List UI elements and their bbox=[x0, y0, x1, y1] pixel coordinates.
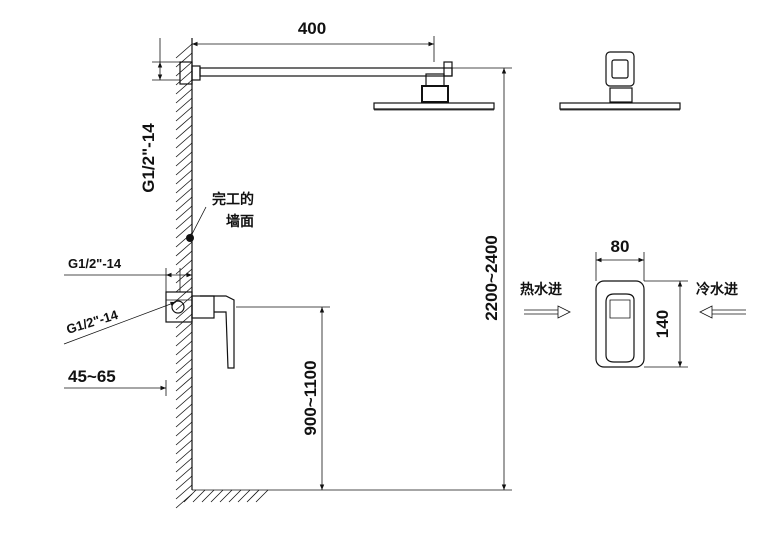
wall-depth-label: 45~65 bbox=[68, 367, 116, 386]
wall-hatch-line bbox=[175, 97, 193, 113]
shower-arm bbox=[179, 61, 453, 85]
wall-hatch-line bbox=[175, 133, 193, 149]
wall-hatch-line bbox=[175, 124, 193, 140]
wall-hatch-line bbox=[175, 313, 193, 329]
wall-hatch-line bbox=[175, 205, 193, 221]
floor-hatch-line bbox=[201, 489, 215, 503]
floor-hatch-line bbox=[192, 489, 206, 503]
wall-hatch-line bbox=[175, 88, 193, 104]
floor-hatch-line bbox=[228, 489, 242, 503]
dimension-lines bbox=[63, 36, 688, 491]
finished-wall-label-2: 墙面 bbox=[226, 213, 254, 230]
wall-hatch-line bbox=[175, 142, 193, 158]
wall-hatch-line bbox=[175, 448, 193, 464]
valve-plate-height-label: 140 bbox=[653, 310, 672, 338]
wall-hatch-line bbox=[175, 169, 193, 185]
wall-hatch-line bbox=[175, 79, 193, 95]
wall-hatch-line bbox=[175, 286, 193, 302]
hot-inlet-label: 热水进 bbox=[520, 281, 562, 298]
wall-hatch-line bbox=[175, 187, 193, 203]
wall-hatch-line bbox=[175, 214, 193, 230]
hot-inlet-arrow bbox=[524, 305, 571, 319]
wall-hatch-line bbox=[175, 439, 193, 455]
floor-hatch-line bbox=[219, 489, 233, 503]
floor-hatching bbox=[183, 489, 269, 503]
arm-length-label: 400 bbox=[298, 19, 326, 38]
floor-hatch-line bbox=[210, 489, 224, 503]
wall-hatch-line bbox=[175, 70, 193, 86]
wall-hatch-line bbox=[175, 475, 193, 491]
wall-hatch-line bbox=[175, 466, 193, 482]
wall-hatch-line bbox=[175, 304, 193, 320]
cold-inlet-label: 冷水进 bbox=[696, 281, 738, 298]
finished-wall-marker bbox=[186, 234, 194, 242]
wall-hatch-line bbox=[175, 115, 193, 131]
wall-hatch-line bbox=[175, 358, 193, 374]
wall-hatch-line bbox=[175, 223, 193, 239]
wall-hatch-line bbox=[175, 151, 193, 167]
mixer-valve-side bbox=[165, 291, 235, 369]
top-thread-label: G1/2"-14 bbox=[68, 256, 122, 271]
wall-hatch-line bbox=[175, 43, 193, 59]
valve-height-label: 900~1100 bbox=[301, 360, 320, 435]
wall-hatch-line bbox=[175, 421, 193, 437]
arm-thread-label: G1/2"-14 bbox=[139, 123, 158, 193]
floor-hatch-line bbox=[183, 489, 197, 503]
wall-hatch-line bbox=[175, 268, 193, 284]
wall-hatch-line bbox=[175, 331, 193, 347]
wall-hatching bbox=[175, 43, 193, 509]
wall-hatch-line bbox=[175, 241, 193, 257]
finished-wall-label-1: 完工的 bbox=[212, 191, 254, 208]
wall-hatch-line bbox=[175, 412, 193, 428]
valve-width-label: 80 bbox=[611, 237, 630, 256]
shower-head-side bbox=[373, 73, 495, 111]
wall bbox=[175, 38, 269, 509]
wall-hatch-line bbox=[175, 178, 193, 194]
wall-hatch-line bbox=[175, 430, 193, 446]
wall-hatch-line bbox=[175, 457, 193, 473]
floor-hatch-line bbox=[255, 489, 269, 503]
wall-hatch-line bbox=[175, 340, 193, 356]
shower-head-front bbox=[559, 51, 681, 111]
wall-hatch-line bbox=[175, 196, 193, 212]
mixer-valve-front bbox=[595, 280, 645, 368]
wall-hatch-line bbox=[175, 394, 193, 410]
cold-inlet-arrow bbox=[699, 305, 746, 319]
wall-hatch-line bbox=[175, 367, 193, 383]
shower-height-label: 2200~2400 bbox=[482, 235, 501, 321]
wall-hatch-line bbox=[175, 295, 193, 311]
wall-hatch-line bbox=[175, 277, 193, 293]
wall-hatch-line bbox=[175, 403, 193, 419]
wall-hatch-line bbox=[175, 160, 193, 176]
wall-hatch-line bbox=[175, 484, 193, 500]
wall-hatch-line bbox=[175, 106, 193, 122]
floor-hatch-line bbox=[246, 489, 260, 503]
floor-hatch-line bbox=[237, 489, 251, 503]
wall-hatch-line bbox=[175, 349, 193, 365]
wall-hatch-line bbox=[175, 259, 193, 275]
wall-hatch-line bbox=[175, 52, 193, 68]
wall-hatch-line bbox=[175, 322, 193, 338]
wall-hatch-line bbox=[175, 376, 193, 392]
wall-hatch-line bbox=[175, 61, 193, 77]
wall-hatch-line bbox=[175, 250, 193, 266]
wall-hatch-line bbox=[175, 385, 193, 401]
diag-thread-label: G1/2"-14 bbox=[64, 307, 120, 337]
